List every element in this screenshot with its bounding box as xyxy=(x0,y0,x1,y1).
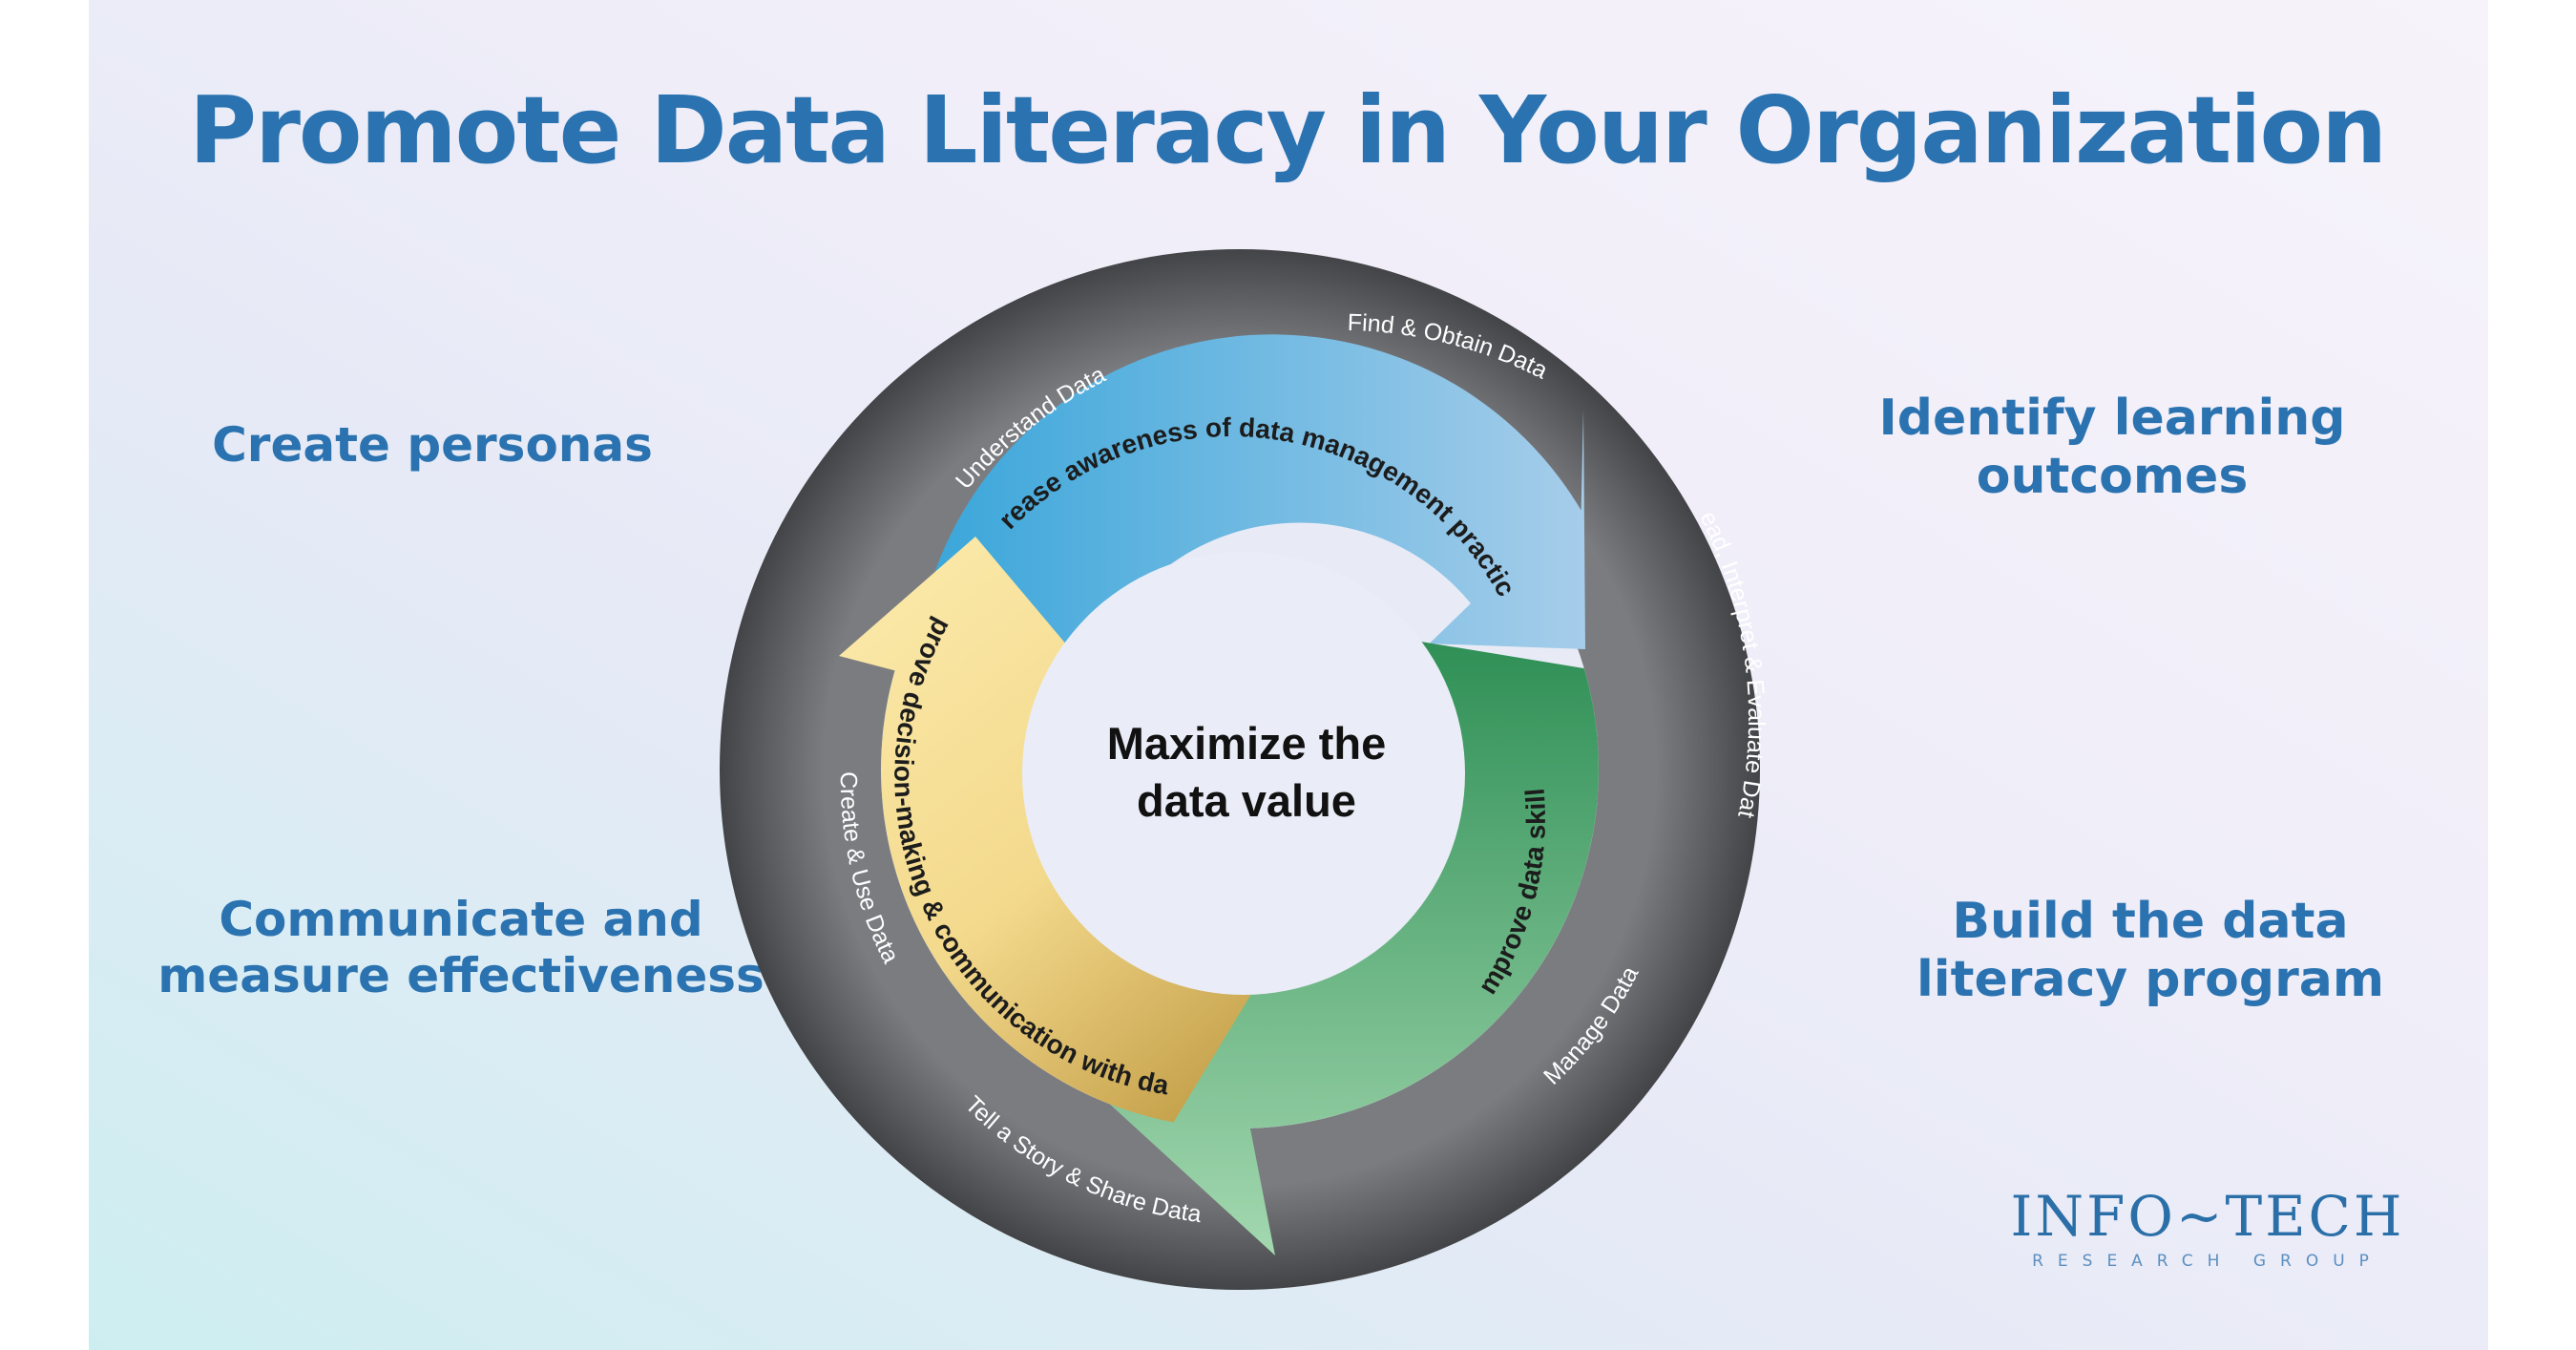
step-label-line: Identify learning xyxy=(1878,390,2346,447)
logo-name: INFO~TECH xyxy=(2010,1184,2405,1249)
step-label-line: Create personas xyxy=(212,417,653,473)
step-create-personas: Create personas xyxy=(146,417,719,474)
step-identify-learning-outcomes: Identify learning outcomes xyxy=(1778,390,2446,507)
info-tech-logo: INFO~TECH RESEARCH GROUP xyxy=(2007,1189,2408,1271)
slide: Promote Data Literacy in Your Organizati… xyxy=(89,0,2488,1350)
arrow-increase-awareness xyxy=(927,334,1585,673)
step-label-line: literacy program xyxy=(1916,951,2385,1009)
step-communicate-measure: Communicate and measure effectiveness xyxy=(117,892,805,1004)
center-label-line-1: Maximize the xyxy=(1107,718,1387,769)
center-circle xyxy=(1022,552,1465,995)
step-label-line: Build the data xyxy=(1952,893,2349,950)
step-build-program: Build the data literacy program xyxy=(1788,893,2488,1010)
page-title: Promote Data Literacy in Your Organizati… xyxy=(189,76,2387,184)
step-label-line: measure effectiveness xyxy=(157,948,764,1003)
center-label-line-2: data value xyxy=(1137,775,1356,826)
logo-subtitle: RESEARCH GROUP xyxy=(2032,1252,2383,1271)
step-label-line: Communicate and xyxy=(219,892,703,947)
step-label-line: outcomes xyxy=(1976,448,2249,506)
data-literacy-cycle: Understand Data Find & Obtain Data Read,… xyxy=(89,0,1770,1290)
